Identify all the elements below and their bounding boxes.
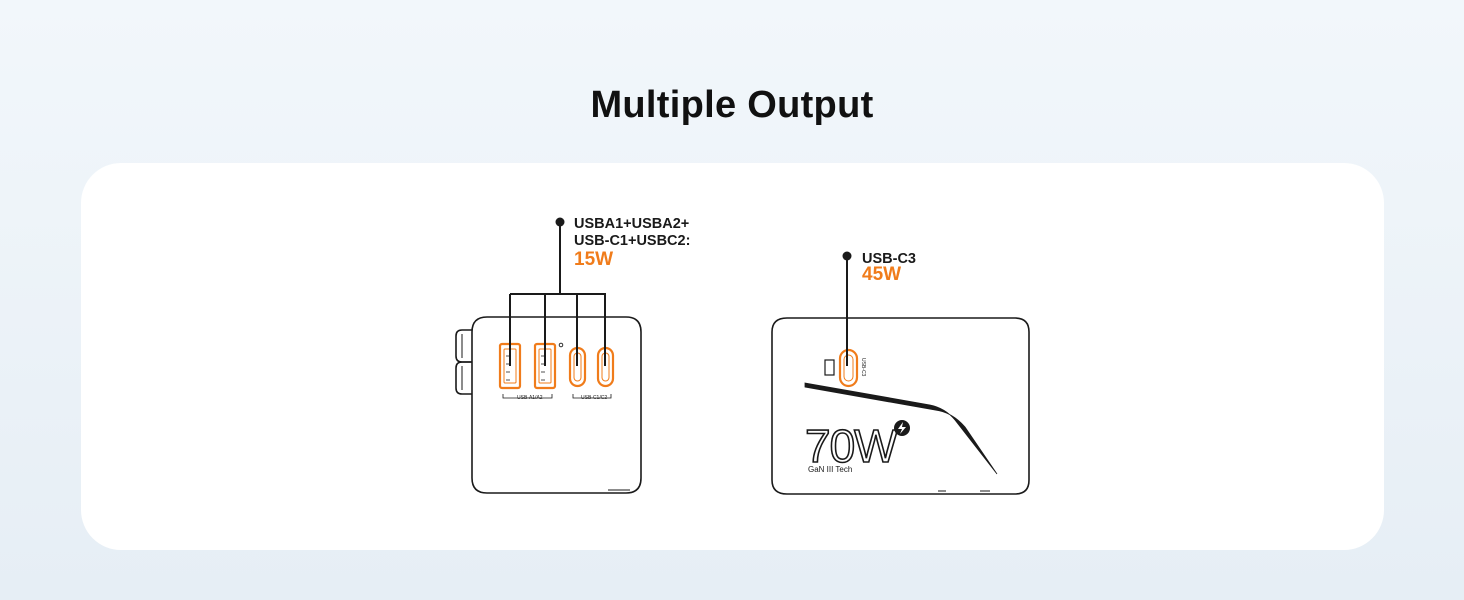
- port-a-label: USB-A1/A2: [517, 395, 543, 401]
- left-wattage: 15W: [574, 249, 614, 270]
- right-callout-dot: [842, 251, 852, 261]
- page-title: Multiple Output: [590, 84, 874, 126]
- port-c3-label: USB-C3: [860, 358, 866, 377]
- right-charger-drawing: [771, 317, 1030, 495]
- left-ports: [498, 342, 615, 390]
- left-charger-drawing: [455, 316, 642, 494]
- left-callout-dot: [555, 217, 565, 227]
- tech-text: GaN III Tech: [808, 465, 852, 474]
- left-connector-lines: [509, 222, 606, 366]
- port-c-label: USB-C1/C2: [581, 395, 607, 401]
- power-rating-text: 70W: [805, 420, 898, 472]
- left-label-line1: USBA1+USBA2+: [574, 216, 690, 232]
- content-card: [81, 163, 1384, 550]
- right-label: USB-C3: [862, 251, 916, 267]
- right-wattage: 45W: [862, 264, 902, 285]
- left-label-line2: USB-C1+USBC2:: [574, 233, 691, 249]
